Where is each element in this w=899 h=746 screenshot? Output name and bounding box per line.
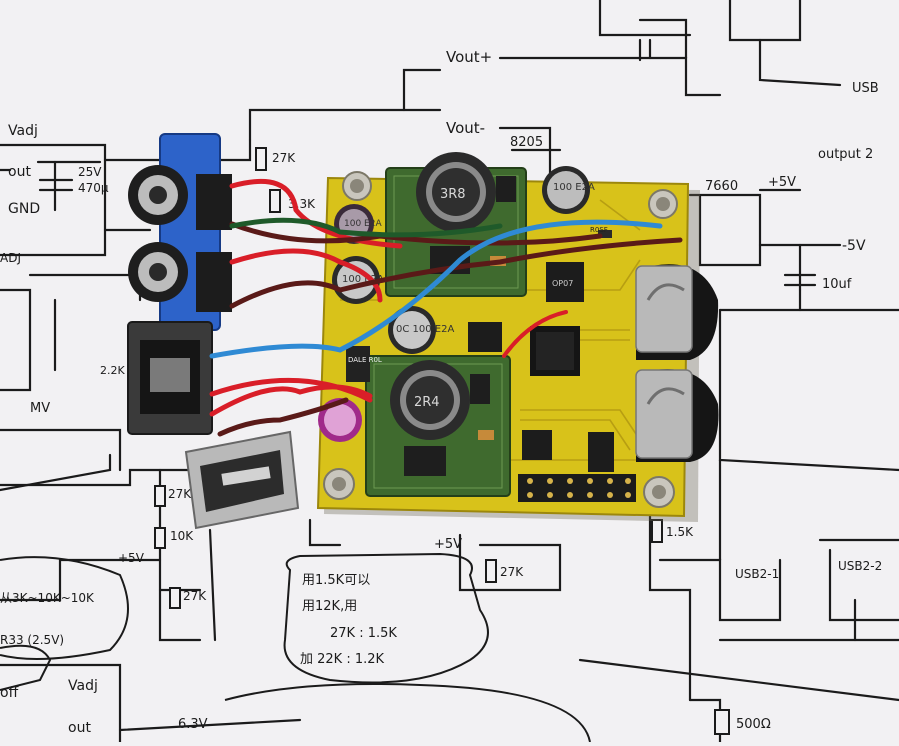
inductor-bottom-label: 2R4 (414, 395, 440, 410)
potentiometers (635, 264, 719, 462)
label-r27k-mid: 27K (500, 565, 524, 579)
label-vout-plus: Vout+ (446, 48, 492, 66)
label-usb21: USB2-1 (735, 567, 779, 581)
label-plus5v-mid: +5V (434, 537, 462, 552)
schematic-resistors (154, 147, 730, 735)
mounting-holes (323, 171, 678, 508)
label-r27k-top: 27K (272, 151, 296, 165)
left-range: 从3K~10K~10K (0, 591, 95, 605)
wires (209, 178, 683, 437)
label-r15k: 1.5K (666, 525, 694, 539)
label-out-top: out (8, 164, 31, 180)
cap-mid-label: 100 E2A (342, 274, 384, 285)
label-gnd: GND (8, 201, 40, 217)
schematic-note-bubbles (0, 552, 591, 743)
label-cap-470: 470μ (78, 181, 109, 195)
label-plus5v-left: +5V (118, 551, 145, 565)
schematic-text: Vout+ Vout- 8205 Vadj out GND 25V 470μ 2… (0, 48, 882, 736)
note-line-2: 用12K,用 (302, 599, 357, 614)
label-vadj-bottom: Vadj (68, 678, 98, 694)
buck-module-bottom: 2R4 (365, 355, 511, 497)
label-off: off (0, 685, 19, 701)
dale-resistor (346, 346, 370, 382)
dale-label: DALE R0L (348, 356, 382, 364)
left-r33: R33 (2.5V) (0, 633, 64, 647)
label-out-bottom: out (68, 720, 91, 736)
label-plus5v-right: +5V (768, 175, 796, 190)
label-usb-b: USB (852, 81, 879, 96)
label-7660: 7660 (705, 179, 738, 194)
usb-b-connector (127, 321, 213, 435)
rosf-label: R0SF (590, 226, 608, 234)
left-note-mv: MV (30, 401, 50, 416)
chip-op07-label: OP07 (552, 279, 573, 288)
blue-barrel-jacks (128, 133, 232, 331)
usb-a-connector (184, 430, 300, 530)
label-vout-minus: Vout- (446, 119, 485, 137)
label-500ohm: 500Ω (736, 717, 771, 732)
inductor-top-label: 3R8 (440, 187, 466, 202)
cap-small-label: 100 E2A (344, 219, 382, 229)
label-r27k-bottom: 27K (183, 589, 207, 603)
pin-header (518, 474, 636, 502)
electrolytic-capacitors: 100 E2A 100 E2A 0C 100 E2A 100 E2A (318, 166, 595, 442)
label-cap-10uf: 10uf (822, 277, 852, 292)
label-cap-25v: 25V (78, 165, 102, 179)
label-r10k: 10K (170, 529, 194, 543)
note-line-4: 加 22K : 1.2K (300, 652, 385, 667)
label-output2: output 2 (818, 147, 873, 162)
label-8205: 8205 (510, 135, 543, 150)
note-line-3: 27K : 1.5K (330, 626, 397, 641)
smd-chips: OP07 R0SF (468, 226, 614, 472)
left-note-22k: 2.2K (100, 364, 125, 377)
cap-center-label: 0C 100 E2A (396, 324, 454, 335)
label-usb22: USB2-2 (838, 559, 882, 573)
note-line-1: 用1.5K可以 (302, 573, 370, 588)
cap-top-right-label: 100 E2A (553, 182, 595, 193)
label-minus5v-right: -5V (842, 238, 866, 254)
label-vadj-top: Vadj (8, 123, 38, 139)
label-r27k-left: 27K (168, 487, 192, 501)
label-6v3: 6.3V (178, 717, 208, 732)
left-note-adj: ADJ (0, 251, 21, 265)
